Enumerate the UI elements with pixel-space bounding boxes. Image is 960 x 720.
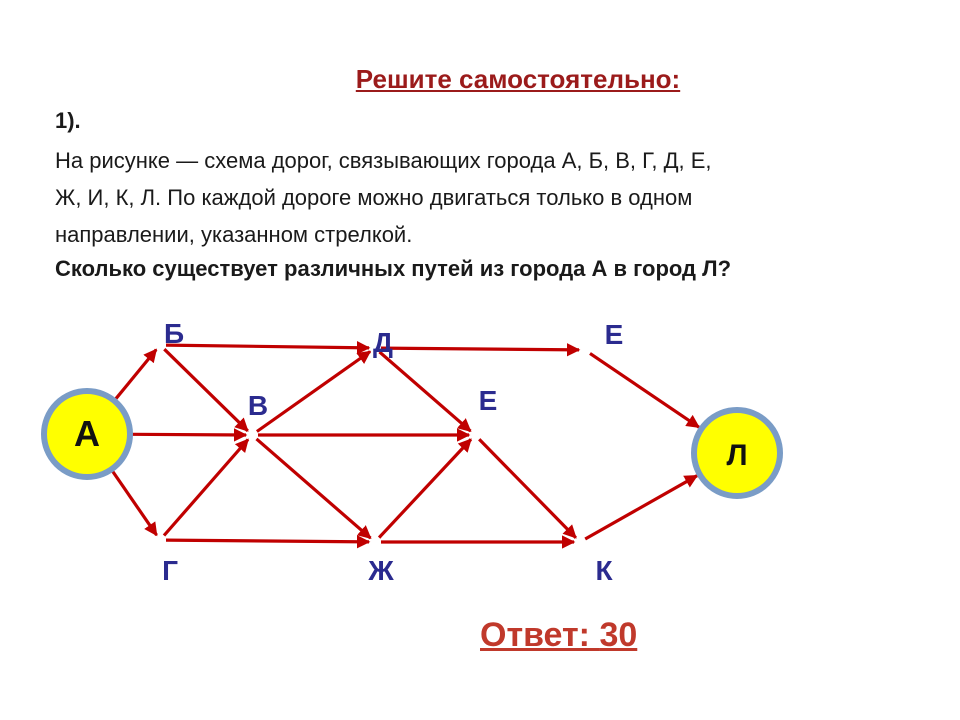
- road-arrow-B-V: [163, 348, 249, 432]
- task-line: направлении, указанном стрелкой.: [55, 222, 413, 247]
- answer-row: Ответ: 30: [480, 616, 637, 655]
- city-label-G: Г: [162, 555, 178, 586]
- road-arrow-E2-K: [478, 438, 577, 539]
- road-arrow-G-V: [162, 438, 250, 537]
- city-label-Zh: Ж: [367, 555, 394, 586]
- road-arrow-K-L: [584, 474, 699, 541]
- task-question: Сколько существует различных путей из го…: [55, 256, 732, 281]
- city-label-K: К: [595, 555, 613, 586]
- city-label-E2: Е: [479, 385, 498, 416]
- city-label-D: Д: [373, 327, 393, 358]
- slide-heading: Решите самостоятельно:: [355, 64, 681, 94]
- nodes-layer: А Б В Г Д Е Е Ж К Л: [41, 318, 783, 586]
- road-arrow-V-D: [255, 350, 372, 433]
- city-circle-L: [691, 407, 783, 499]
- road-arrow-A-G: [111, 470, 158, 537]
- road-arrow-A-B: [114, 348, 158, 401]
- answer-value: 30: [599, 616, 638, 654]
- task-number: 1).: [55, 108, 81, 133]
- city-label-V: В: [248, 390, 268, 421]
- task-line: На рисунке — схема дорог, связывающих го…: [55, 148, 712, 173]
- road-arrow-D-E2: [378, 350, 472, 433]
- road-arrow-A-V: [131, 428, 248, 442]
- road-arrow-D-E1: [380, 343, 581, 357]
- task-line: Ж, И, К, Л. По каждой дороге можно двига…: [55, 185, 693, 210]
- city-label-B: Б: [164, 318, 184, 349]
- road-arrow-Zh-E2: [377, 438, 473, 539]
- edges-layer: [111, 341, 701, 549]
- city-label-A: А: [74, 413, 100, 454]
- city-label-L: Л: [726, 439, 747, 472]
- task-text: На рисунке — схема дорог, связывающих го…: [55, 142, 935, 253]
- city-circle-A: [41, 388, 133, 480]
- road-arrow-G-Zh: [165, 535, 371, 549]
- road-arrow-B-D: [165, 341, 371, 355]
- road-arrow-E1-L: [589, 352, 701, 429]
- city-label-E1: Е: [605, 319, 624, 350]
- road-arrow-V-Zh: [255, 437, 372, 540]
- answer-label: Ответ:: [480, 616, 600, 654]
